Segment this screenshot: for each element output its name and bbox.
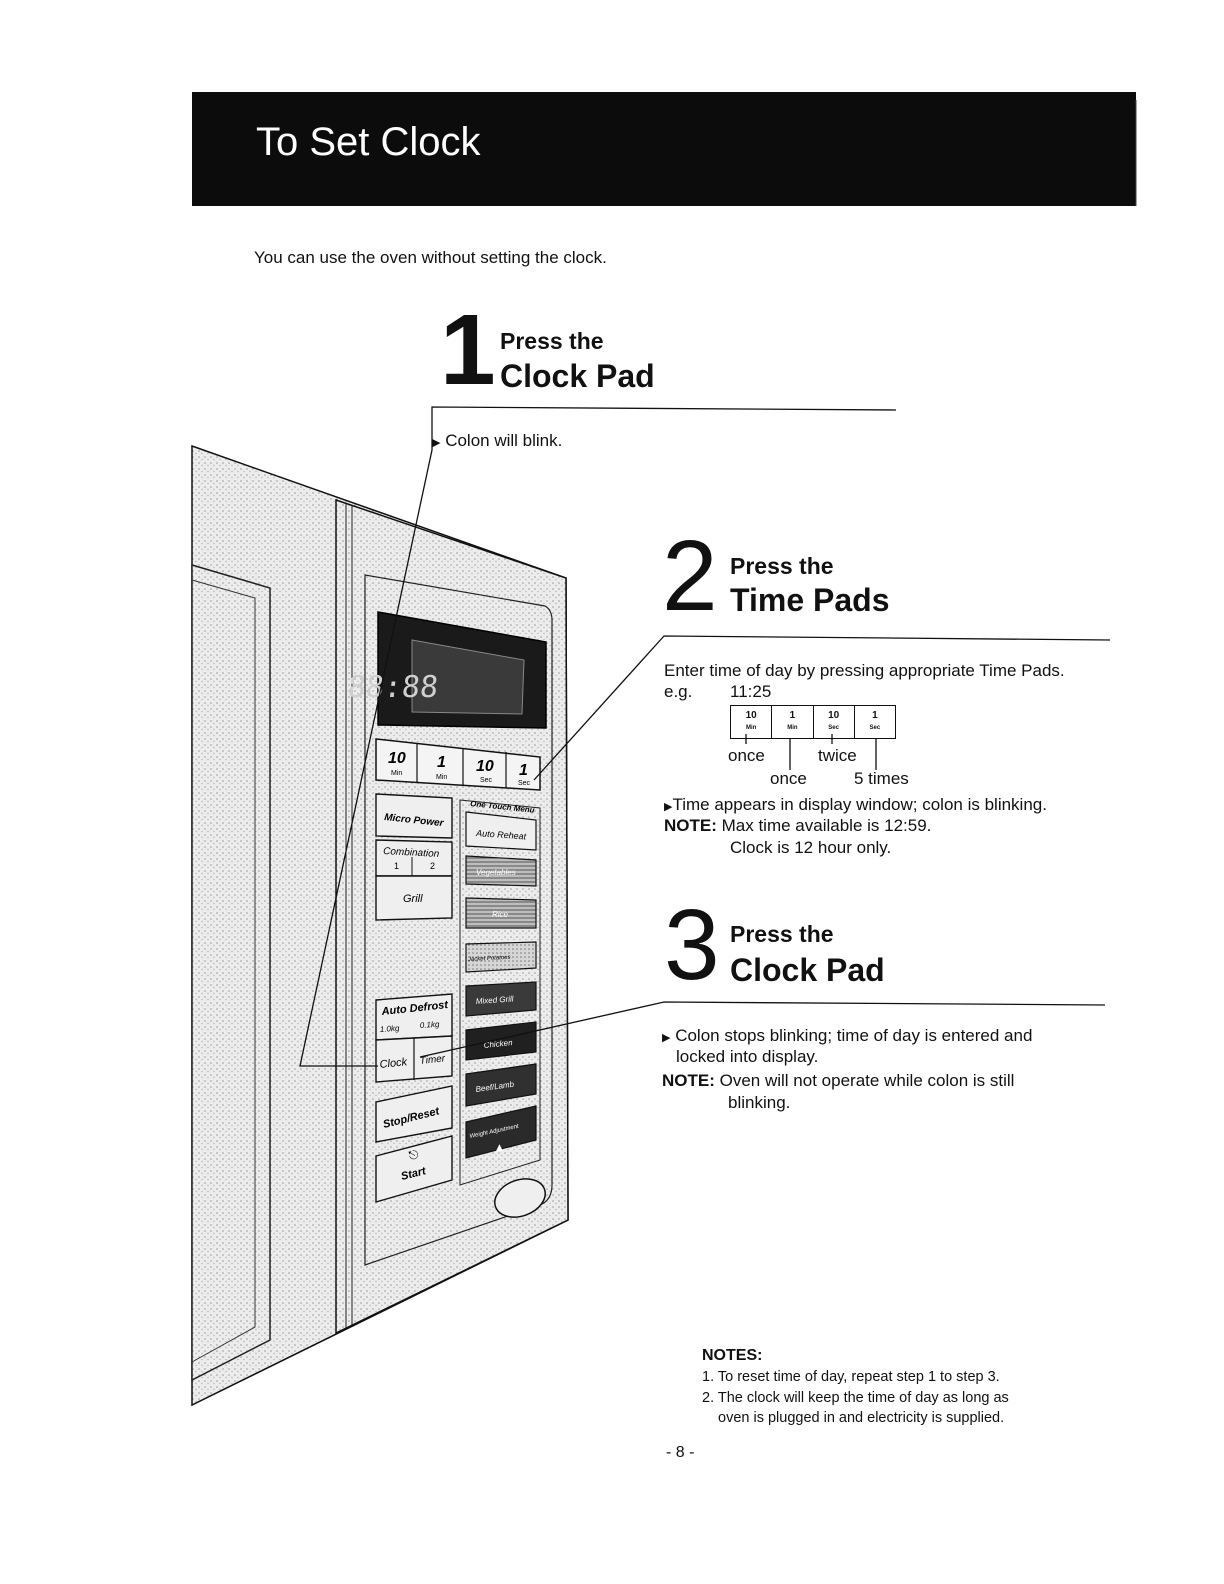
panel-pad-10-sec-value: 10 xyxy=(476,758,494,775)
vegetables-label: Vegetables xyxy=(476,868,516,877)
defrost-kg1-label: 1.0kg xyxy=(380,1024,401,1034)
step-2-note-text: Max time available is 12:59. xyxy=(721,816,932,835)
door-release-button xyxy=(494,1178,546,1218)
step-2-instruction: Enter time of day by pressing appropriat… xyxy=(664,661,1065,680)
step-1-number: 1 xyxy=(440,294,496,406)
start-button xyxy=(375,1135,453,1203)
note-line-2: 2. The clock will keep the time of day a… xyxy=(702,1390,1009,1406)
auto-reheat-button xyxy=(465,811,537,851)
press-count-1-sec: 5 times xyxy=(854,769,909,788)
stop-reset-button xyxy=(375,1085,453,1143)
step-3-number: 3 xyxy=(664,889,720,1001)
display-segments: 88:88 xyxy=(346,670,440,705)
beef-lamb-button xyxy=(465,1063,537,1107)
rice-button xyxy=(465,897,537,929)
up-arrow-icon: ▲ xyxy=(496,1143,503,1153)
combination-2-label: 2 xyxy=(430,861,435,871)
mixed-grill-label: Mixed Grill xyxy=(476,994,515,1006)
panel-pad-1-min-value: 1 xyxy=(437,754,446,771)
panel-pad-1-min-unit: Min xyxy=(436,774,447,781)
note-label: NOTE: xyxy=(662,1071,715,1090)
step-2-note: NOTE: Max time available is 12:59. xyxy=(664,815,931,836)
panel-pad-10-min-unit: Min xyxy=(391,770,402,777)
step-2-pad: Time Pads xyxy=(730,582,890,618)
page-number: - 8 - xyxy=(666,1444,695,1461)
step-3-bullet: ▶ Colon stops blinking; time of day is e… xyxy=(662,1025,1032,1049)
combination-label: Combination xyxy=(383,846,440,860)
vegetables-button xyxy=(465,855,537,887)
step-2-number: 2 xyxy=(662,520,718,632)
grill-label: Grill xyxy=(403,893,423,905)
panel-pad-1-sec-unit: Sec xyxy=(518,780,531,787)
grill-button xyxy=(375,875,453,921)
callout-lines xyxy=(299,406,1111,1067)
weight-adjustment-button xyxy=(465,1105,537,1159)
step-3-note-text-2: blinking. xyxy=(728,1093,791,1112)
step-1-pad: Clock Pad xyxy=(500,358,655,394)
step-3-note-text: Oven will not operate while colon is sti… xyxy=(719,1071,1015,1090)
micro-power-button xyxy=(375,793,453,839)
notes-title: NOTES: xyxy=(702,1347,763,1364)
step-2-eg-label: e.g. xyxy=(664,682,693,701)
chicken-button xyxy=(465,1021,537,1061)
bullet-arrow-icon: ▶ xyxy=(432,437,441,449)
step-1-press: Press the xyxy=(500,328,604,354)
panel-pad-10-sec-unit: Sec xyxy=(480,777,493,784)
panel-time-pads xyxy=(375,738,541,791)
note-line-2b: oven is plugged in and electricity is su… xyxy=(718,1410,1005,1426)
press-count-10-sec: twice xyxy=(818,746,857,765)
jacket-potatoes-label: Jacket Potatoes xyxy=(467,955,511,963)
mixed-grill-button xyxy=(465,981,537,1017)
clock-label: Clock xyxy=(379,1056,408,1071)
note-label: NOTE: xyxy=(664,816,717,835)
step-1-bullet-text: Colon will blink. xyxy=(445,431,563,450)
step-3-bullet-text-2: locked into display. xyxy=(676,1047,819,1066)
step-2-press: Press the xyxy=(730,553,834,579)
step-2-bullet: ▶Time appears in display window; colon i… xyxy=(664,794,1047,818)
timer-label: Timer xyxy=(419,1053,446,1067)
step-2-eg-value: 11:25 xyxy=(730,682,772,701)
bullet-arrow-icon: ▶ xyxy=(664,801,673,813)
step-2-note-text-2: Clock is 12 hour only. xyxy=(730,838,892,857)
oven-door-window xyxy=(191,563,271,1382)
defrost-kg2-label: 0.1kg xyxy=(420,1020,441,1030)
title-bar xyxy=(192,92,1136,206)
combination-1-label: 1 xyxy=(394,861,399,871)
press-count-10-min: once xyxy=(728,746,765,765)
step-3-bullet-text: Colon stops blinking; time of day is ent… xyxy=(675,1026,1033,1045)
rice-label: Rice xyxy=(492,910,509,919)
auto-reheat-label: Auto Reheat xyxy=(475,828,527,842)
note-line-1: 1. To reset time of day, repeat step 1 t… xyxy=(702,1369,1000,1385)
step-1-bullet: ▶ Colon will blink. xyxy=(432,430,562,454)
intro-text: You can use the oven without setting the… xyxy=(254,248,607,267)
start-icon: ⎋ xyxy=(407,1147,420,1163)
jacket-potatoes-button xyxy=(465,941,537,973)
step-3-press: Press the xyxy=(730,921,834,947)
step-2-bullet-text: Time appears in display window; colon is… xyxy=(672,795,1047,814)
step-3-note: NOTE: Oven will not operate while colon … xyxy=(662,1070,1014,1091)
panel-pad-10-min-value: 10 xyxy=(388,750,406,767)
page-title: To Set Clock xyxy=(256,120,481,164)
panel-pad-1-sec-value: 1 xyxy=(519,762,528,779)
press-count-1-min: once xyxy=(770,769,807,788)
bullet-arrow-icon: ▶ xyxy=(662,1032,671,1044)
step-3-pad: Clock Pad xyxy=(730,952,885,988)
